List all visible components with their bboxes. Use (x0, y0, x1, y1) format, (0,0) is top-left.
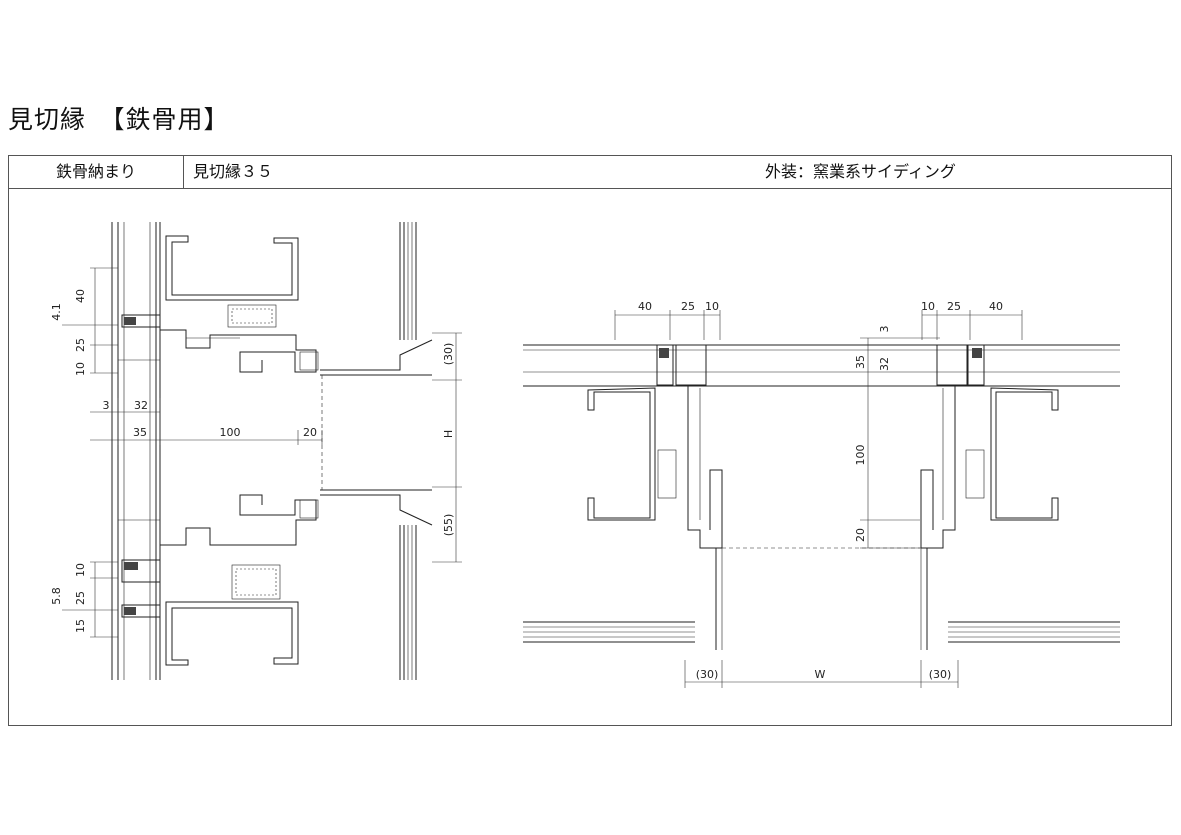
left-vertical-section (62, 222, 462, 680)
header-category: 鉄骨納まり (9, 156, 184, 188)
dim-right-30l: (30) (696, 668, 719, 681)
dim-right-40r: 40 (989, 300, 1003, 313)
dim-right-3: 3 (878, 326, 891, 333)
dim-right-32: 32 (878, 357, 891, 371)
dim-right-100: 100 (854, 445, 867, 466)
header-product: 見切縁３５ (193, 162, 274, 181)
dim-right-w: W (815, 668, 826, 681)
dim-left-32: 32 (134, 399, 148, 412)
header-exterior: 外装：窯業系サイディング (765, 162, 956, 181)
dim-right-40l: 40 (638, 300, 652, 313)
dim-left-55: (55) (442, 514, 455, 537)
dim-left-20: 20 (303, 426, 317, 439)
dim-left-100: 100 (220, 426, 241, 439)
dim-left-25: 25 (74, 338, 87, 352)
dim-left-b10: 10 (74, 563, 87, 577)
dim-right-30r: (30) (929, 668, 952, 681)
dim-left-3: 3 (103, 399, 110, 412)
dim-left-5-8: 5.8 (50, 587, 63, 605)
dim-right-10l: 10 (705, 300, 719, 313)
dim-right-25r: 25 (947, 300, 961, 313)
dim-left-4-1: 4.1 (50, 303, 63, 321)
header-row: 鉄骨納まり 見切縁３５ 外装：窯業系サイディング (9, 156, 1171, 189)
page-title: 見切縁 【鉄骨用】 (8, 105, 230, 134)
dim-left-10: 10 (74, 362, 87, 376)
dim-right-20: 20 (854, 528, 867, 542)
dim-left-h: H (442, 430, 455, 438)
dim-right-10r: 10 (921, 300, 935, 313)
right-horizontal-section (523, 310, 1120, 688)
dim-left-30: (30) (442, 343, 455, 366)
dim-left-b25: 25 (74, 591, 87, 605)
left-dimension-labels: 40 4.1 25 10 3 32 35 100 20 10 5.8 25 15… (50, 289, 455, 633)
dim-right-25l: 25 (681, 300, 695, 313)
dim-left-35: 35 (133, 426, 147, 439)
dim-left-b15: 15 (74, 619, 87, 633)
right-dimension-labels: 40 25 10 10 25 40 3 35 32 100 20 (30) W … (638, 300, 1003, 681)
dim-left-40: 40 (74, 289, 87, 303)
drawing-frame: 鉄骨納まり 見切縁３５ 外装：窯業系サイディング (8, 155, 1172, 726)
dim-right-35: 35 (854, 355, 867, 369)
